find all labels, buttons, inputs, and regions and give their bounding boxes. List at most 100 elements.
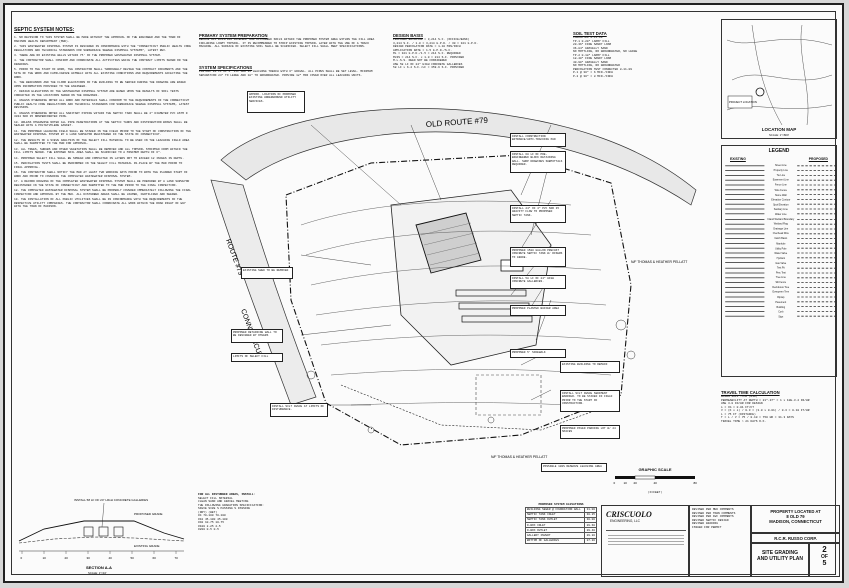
legend-existing-symbol <box>725 238 765 239</box>
design-basis-panel: DESIGN BASIS PROPOSED BUILDING = 3,214 S… <box>393 33 563 93</box>
legend-row: Drainage Line <box>722 226 836 231</box>
primary-prep-text: REMOVE ALL EXISTING PAVEMENT AND DISTURB… <box>199 38 375 48</box>
elevations-panel: PROPOSED SYSTEM ELEVATIONS BUILDING SEWE… <box>525 503 597 571</box>
travel-time-panel: TRAVEL TIME CALCULATION HAVEN SOIL TYPE … <box>721 390 837 450</box>
travel-time-line: TRAVEL TIME > 21 DAYS O.K. <box>721 419 767 423</box>
legend-row-label: Manhole <box>776 241 786 246</box>
primary-prep-title: PRIMARY SYSTEM PREPARATION <box>199 33 268 38</box>
soil-test-line: 18-40" FINE SANDY LOAM <box>573 57 612 60</box>
sheet-number-block: 2 OF 5 <box>809 543 840 577</box>
legend-row: Catch Basin <box>722 236 836 241</box>
legend-row-label: Tree Line <box>775 275 786 280</box>
legend-row-label: Wetland Flag <box>773 222 788 226</box>
design-basis-line: M.L.S.S. NEED NOT BE CONSIDERED <box>393 59 447 62</box>
graphic-scale-tick-label: 0 <box>614 481 616 485</box>
graphic-scale-tick-label: 10 <box>624 481 628 485</box>
legend-existing-symbol <box>725 199 765 200</box>
callout-shed: EXISTING SHED TO BE REMOVED <box>241 267 293 279</box>
legend-proposed-symbol <box>797 262 836 264</box>
design-basis-line: APPLICATION RATE = 1.5 G.P.D./S.F. <box>393 48 452 52</box>
sheet-border <box>11 11 836 575</box>
legend-row: Pavement <box>722 300 836 305</box>
section-tick-label: 10 <box>43 556 47 560</box>
septic-note-item: 18. THE COMPLETED WASTEWATER DISPOSAL SY… <box>14 189 191 196</box>
travel-time-line: T = L / V = 75 / 0.10 = 750 HR = 31.3 DA… <box>721 416 794 419</box>
legend-existing-symbol <box>725 189 765 191</box>
callout-parking: PROPOSED PAVED PARKING LOT W/ 24 SPACES <box>560 425 620 439</box>
legend-existing-symbol <box>725 262 765 264</box>
fill-notes-line: SELECT FILL MATERIAL <box>198 496 233 500</box>
elevation-label: BOTTOM OF GALLERIES <box>525 537 586 544</box>
septic-notes-panel: SEPTIC SYSTEM NOTES: 1. NO REVISION TO T… <box>14 27 192 317</box>
legend-existing-symbol <box>725 286 765 288</box>
legend-row: Easement Line <box>722 178 836 183</box>
legend-row: Stone Wall <box>722 192 836 197</box>
system-specs-title: SYSTEM SPECIFICATIONS <box>199 65 253 70</box>
legend-proposed-symbol <box>797 243 836 244</box>
legend-existing-symbol <box>725 223 765 225</box>
graphic-scale-tick-label: 40 <box>654 481 658 485</box>
legend-proposed-symbol <box>797 179 836 181</box>
sheet-number: 2 <box>822 545 827 554</box>
owner-label-1: N/F THOMAS & HEATHER PELLATT <box>491 455 547 459</box>
legend-existing-symbol <box>725 301 765 303</box>
legend-row-label: Deciduous Tree <box>772 285 790 289</box>
septic-note-item: 5. PRIOR TO THE START OF WORK, THE CONTR… <box>14 68 188 79</box>
travel-time-line: i = 1% = 0.01 FT/FT <box>721 405 754 409</box>
fill-notes-line: #40 10-75 10-75 <box>198 521 225 524</box>
legend-proposed-symbol <box>797 291 836 293</box>
legend-title: LEGEND <box>768 148 790 154</box>
fill-notes-line: #4 70-100 70-100 <box>198 514 226 517</box>
soil-test-line: CONDUCTED 8-11-09 <box>573 36 603 39</box>
legend-proposed-symbol <box>797 282 836 283</box>
section-panel: INSTALL 58 LF OF 24" HIGH CONCRETE GALLE… <box>14 493 192 577</box>
location-map: PROJECT LOCATION LOCATION MAP SCALE: 1"=… <box>721 19 837 139</box>
legend-row: Silt Fence <box>722 280 836 285</box>
primary-prep-panel: PRIMARY SYSTEM PREPARATION REMOVE ALL EX… <box>199 33 384 65</box>
legend-row-label: Easement Line <box>772 178 789 182</box>
fill-notes-line: #10 45-100 45-100 <box>198 517 228 521</box>
septic-notes-list: 1. NO REVISION TO THIS SYSTEM SHALL BE M… <box>14 36 192 209</box>
legend-existing-symbol <box>725 252 765 254</box>
septic-note-item: 16. THE CONTRACTOR SHALL NOTIFY THE MHD … <box>14 171 188 178</box>
legend-existing-symbol <box>725 291 765 293</box>
legend-existing-symbol <box>725 208 765 210</box>
legend-existing-symbol <box>725 296 765 298</box>
legend-proposed-symbol <box>797 277 836 278</box>
legend-row-label: Building <box>776 305 786 309</box>
legend-row: Sign <box>722 314 836 319</box>
legend-row: Street Line <box>722 163 836 168</box>
legend-col-proposed: PROPOSED <box>808 157 828 161</box>
design-basis-line: ML = 321 G.P.D./1.5 = 214 S.F. REQUIRED <box>393 52 461 55</box>
soil-test-line: PERCOLATION TEST CONDUCTED 8-11-09 <box>573 67 632 71</box>
soil-test-line: NO MOTTLING, NO GROUNDWATER, NO LEDGE <box>573 50 638 53</box>
sheet-title: SITE GRADING AND UTILITY PLAN <box>756 550 804 562</box>
legend-existing-symbol <box>725 174 765 176</box>
septic-note-item: 17. A RECORD DRAWING OF THE COMPLETED WA… <box>14 180 190 187</box>
septic-note-item: 14. PROPOSED SELECT FILL SHALL BE SPREAD… <box>14 156 184 160</box>
design-basis-line: 58 LF x 6.2 S.F./LF = 359.6 S.F. PROVIDE… <box>393 66 465 69</box>
legend-row-label: Silt Fence <box>775 280 787 285</box>
legend-existing-symbol <box>725 169 765 171</box>
legend-proposed-symbol <box>797 199 836 200</box>
septic-note-item: 19. THE INSTALLATION OF ALL PUBLIC UTILI… <box>14 198 186 209</box>
location-map-title: LOCATION MAP <box>761 127 797 132</box>
legend-row: Water Valve <box>722 251 836 256</box>
legend-proposed-symbol <box>797 316 836 317</box>
design-basis-line: MLSS = 214 S.F. x 1.0 = 214 S.F. PROVIDE… <box>393 55 465 59</box>
fill-notes-panel: FOR ALL DISTURBED AREAS, INSTALL: SELECT… <box>198 493 313 573</box>
system-specs-text: INSTALL 20 LF OF 4" PVC SDR 35 LEACHING … <box>199 70 373 77</box>
legend-row: Wetland Flag <box>722 222 836 227</box>
legend-row: Water Line <box>722 212 836 217</box>
legend-proposed-symbol <box>797 272 836 274</box>
legend-row-label: Catch Basin <box>774 236 788 241</box>
sheet-title-block: SITE GRADING AND UTILITY PLAN <box>751 543 809 577</box>
callout-retaining-wall: INSTALL 60 LF OF PRE-ENGINEERED BLOCK RE… <box>510 151 566 173</box>
legend-row: Sanitary Line <box>722 207 836 212</box>
project-line-2: 8 OLD 79 <box>786 514 805 519</box>
legend-existing-symbol <box>725 213 765 215</box>
design-basis-line: 3,214 S.F. / 1.0 = 3,214 G.P.D. / 30 = 3… <box>393 41 478 45</box>
